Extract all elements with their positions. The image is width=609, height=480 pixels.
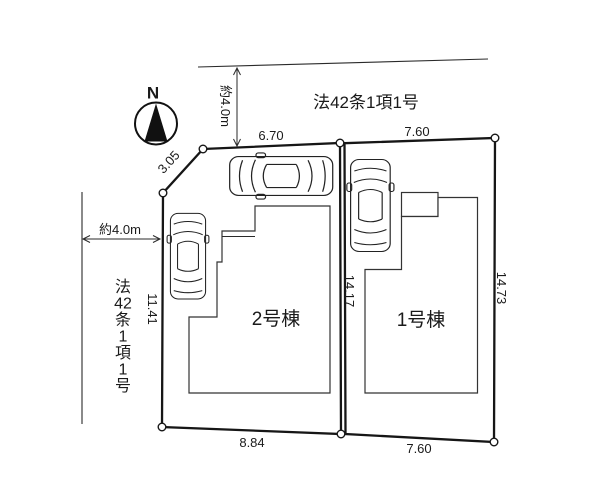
arrow-left-icon	[81, 235, 91, 243]
building-2-outline	[188, 205, 331, 394]
left-road-label-char: 1	[119, 329, 128, 346]
car-top-view-horizontal	[229, 152, 334, 200]
boundary-vertices	[157, 133, 500, 447]
lot-2-left-dimension: 11.41	[145, 293, 160, 325]
top-road: 法42条1項1号	[197, 58, 489, 112]
boundary-vertex	[336, 429, 346, 439]
left-road-label-char: 42	[114, 296, 132, 313]
lot-2: 2号棟 6.70 3.05 11.41 8.84	[145, 128, 343, 450]
north-arrow-icon	[144, 103, 168, 142]
boundary-vertex	[335, 138, 345, 148]
left-road-width-label: 約4.0m	[99, 222, 141, 237]
lot-2-corner-dimension: 3.05	[155, 148, 183, 177]
left-road-label-char: 1	[119, 362, 128, 379]
compass: N	[134, 84, 178, 146]
lot-2-top-dimension: 6.70	[258, 128, 283, 143]
north-label: N	[147, 84, 159, 103]
lot-1-bottom-dimension: 7.60	[406, 441, 431, 456]
building-2-label: 2号棟	[252, 308, 301, 330]
lot-2-bottom-dimension: 8.84	[239, 435, 264, 450]
boundary-vertex	[157, 422, 167, 432]
left-road-label-char: 法	[115, 278, 131, 296]
arrow-down-icon	[233, 138, 241, 148]
left-road-label-char: 条	[115, 311, 131, 329]
lot-2-boundary	[160, 141, 343, 436]
top-road-width-label: 約4.0m	[218, 85, 233, 127]
boundary-vertex	[490, 133, 500, 143]
left-road-label: 法 42 条 1 項 1 号	[114, 278, 132, 395]
left-road: 法 42 条 1 項 1 号	[81, 192, 132, 424]
car-top-view-lot1	[346, 158, 395, 253]
lot-1-top-dimension: 7.60	[404, 124, 429, 139]
divider-dimension: 14.17	[342, 275, 357, 308]
top-road-label: 法42条1項1号	[313, 93, 419, 112]
boundary-vertex	[158, 188, 168, 198]
building-1-outline	[364, 196, 479, 394]
boundary-vertex	[198, 144, 208, 154]
arrow-right-icon	[152, 235, 162, 243]
left-road-width-dimension: 約4.0m	[81, 222, 162, 243]
top-road-edge-line	[197, 58, 489, 68]
boundary-vertex	[489, 437, 499, 447]
top-road-width-dimension: 約4.0m	[218, 66, 241, 148]
lot-1-right-dimension: 14.73	[494, 272, 509, 305]
building-1-label: 1号棟	[397, 309, 446, 331]
building-1-porch	[400, 191, 439, 218]
car-top-view-lot2	[166, 212, 210, 300]
left-road-label-char: 号	[115, 377, 131, 395]
left-road-label-char: 項	[115, 345, 131, 362]
lot-1: 1号棟 7.60 14.73 7.60	[343, 124, 509, 456]
arrow-up-icon	[233, 66, 241, 76]
